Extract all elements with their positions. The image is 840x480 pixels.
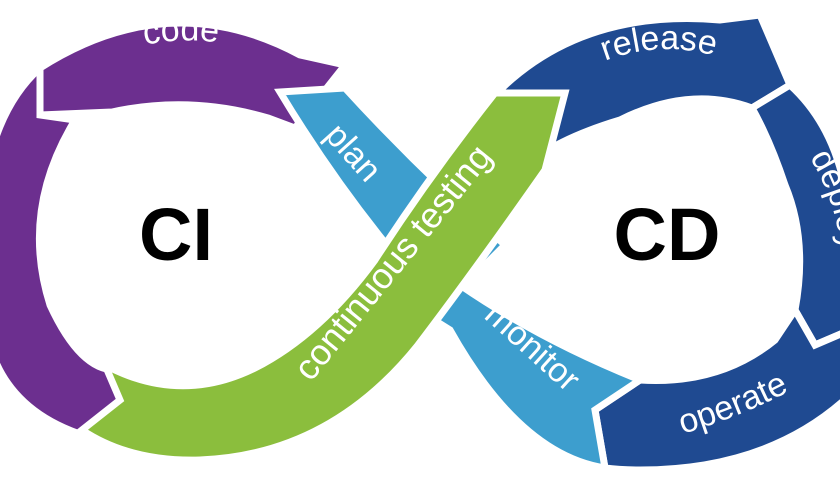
operate-arrow bbox=[591, 303, 840, 474]
ci-loop-label: CI bbox=[139, 193, 213, 276]
cd-loop-label: CD bbox=[614, 193, 721, 276]
code-arrow bbox=[36, 19, 352, 133]
release-arrow bbox=[490, 11, 795, 160]
deploy-arrow bbox=[747, 80, 840, 350]
continuous-testing-arrow bbox=[76, 89, 570, 464]
monitor-arrow bbox=[402, 281, 648, 473]
